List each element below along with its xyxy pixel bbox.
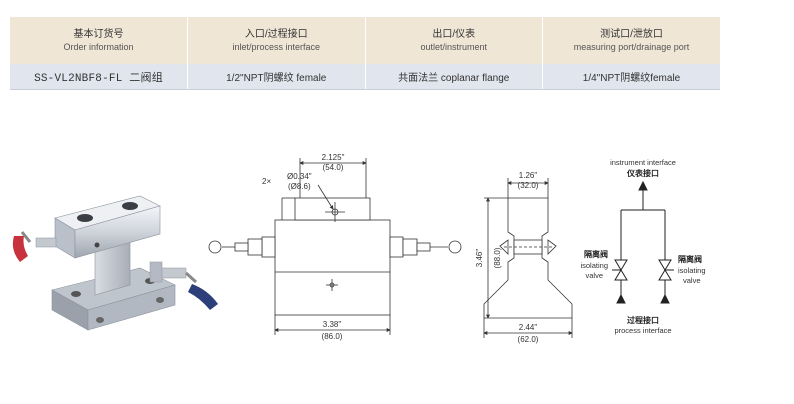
schematic-top-en: instrument interface — [610, 158, 676, 167]
front-dim-top: 2.125" — [322, 153, 345, 162]
table-divider — [10, 89, 720, 90]
schematic-right-zh: 隔离阀 — [678, 254, 702, 264]
cell-outlet: 共面法兰 coplanar flange — [365, 64, 543, 89]
header-en: inlet/process interface — [232, 42, 321, 53]
front-hole-dia: Ø0.34" — [287, 172, 312, 181]
front-dim-bottom-mm: (86.0) — [322, 332, 343, 341]
header-en: outlet/instrument — [420, 42, 488, 53]
side-view — [483, 178, 573, 338]
front-hole-dia-mm: (Ø8.6) — [288, 182, 311, 191]
schematic-left-en2: valve — [585, 271, 603, 280]
side-dim-bottom-mm: (62.0) — [518, 335, 539, 344]
schematic-left-en1: isolating — [580, 261, 608, 270]
cell-measuring-port: 1/4"NPT阴螺纹female — [542, 64, 720, 89]
front-hole-count: 2× — [262, 177, 271, 186]
schematic-left-zh: 隔离阀 — [584, 249, 608, 259]
front-view — [208, 158, 462, 335]
front-dim-bottom: 3.38" — [323, 320, 342, 329]
side-dim-top-mm: (32.0) — [518, 181, 539, 190]
header-zh: 出口/仪表 — [432, 29, 476, 41]
schematic-bottom-en: process interface — [614, 326, 671, 335]
front-dim-top-mm: (54.0) — [323, 163, 344, 172]
spec-data-row: SS-VL2NBF8-FL 二阀组 1/2"NPT阴螺纹 female 共面法兰… — [10, 64, 720, 89]
side-dim-height-mm: (88.0) — [493, 247, 502, 268]
header-zh: 基本订货号 — [73, 29, 124, 41]
side-dim-bottom: 2.44" — [519, 323, 538, 332]
header-zh: 测试口/泄放口 — [600, 29, 663, 41]
manifold-photo — [12, 195, 218, 331]
side-dim-height: 3.46" — [475, 249, 484, 268]
schematic-top-zh: 仪表接口 — [626, 168, 659, 178]
header-en: measuring port/drainage port — [573, 42, 690, 53]
valve-schematic — [612, 180, 674, 304]
cell-order-number: SS-VL2NBF8-FL 二阀组 — [10, 64, 188, 89]
header-zh: 入口/过程接口 — [244, 29, 308, 41]
schematic-right-en2: valve — [683, 276, 701, 285]
schematic-right-en1: isolating — [678, 266, 706, 275]
side-dim-top: 1.26" — [519, 171, 538, 180]
header-en: Order information — [63, 42, 134, 53]
cell-inlet: 1/2"NPT阴螺纹 female — [187, 64, 366, 89]
schematic-bottom-zh: 过程接口 — [627, 315, 659, 325]
